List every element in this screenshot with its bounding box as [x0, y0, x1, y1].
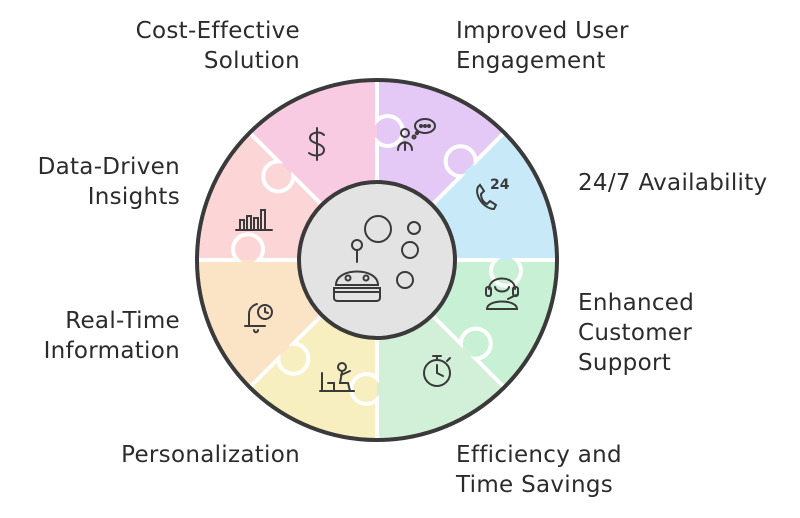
segment-efficiency — [249, 315, 377, 440]
person-desk-icon — [319, 362, 355, 392]
segment-cost — [377, 80, 505, 205]
segment-divider — [349, 336, 379, 442]
icons-layer: 24 — [235, 118, 519, 392]
segment-availability — [432, 260, 557, 388]
segment-support — [377, 315, 505, 440]
label-improved-user-engagement: Improved User Engagement — [456, 16, 656, 76]
segment-personal — [197, 260, 322, 388]
label-line: Time Savings — [456, 472, 614, 498]
chat-user-icon — [397, 118, 436, 151]
segment-divider — [375, 78, 405, 184]
segment-divider — [195, 232, 301, 262]
segments-layer — [197, 79, 557, 440]
label-line: Engagement — [456, 48, 606, 74]
dollar-icon — [308, 127, 326, 161]
support-agent-icon — [485, 277, 519, 310]
label-line: Improved User — [456, 18, 629, 44]
segment-divider — [453, 258, 559, 288]
label-24-7-availability: 24/7 Availability — [578, 168, 793, 198]
label-line: Cost-Effective — [135, 18, 300, 44]
label-personalization: Personalization — [90, 440, 300, 470]
phone-24-icon: 24 — [476, 177, 510, 211]
label-efficiency-and-time-savings: Efficiency and Time Savings — [456, 440, 656, 500]
chatbot-icon — [333, 215, 421, 302]
label-cost-effective-solution: Cost-Effective Solution — [120, 16, 300, 76]
label-line: Enhanced — [578, 290, 695, 316]
divider-layer — [195, 78, 559, 442]
label-line: 24/7 Availability — [578, 170, 768, 196]
rings-layer — [195, 78, 559, 442]
label-line: Information — [43, 338, 180, 364]
segment-divider — [247, 130, 324, 207]
segment-divider — [430, 130, 507, 207]
segment-engagement — [432, 132, 557, 260]
label-line: Solution — [203, 48, 300, 74]
label-line: Data-Driven — [37, 154, 180, 180]
segment-realtime — [197, 132, 322, 260]
stopwatch-icon — [423, 355, 451, 387]
label-line: Personalization — [121, 442, 300, 468]
svg-text:24: 24 — [490, 177, 510, 193]
segment-divider — [247, 313, 324, 390]
outer-ring — [195, 78, 559, 442]
label-enhanced-customer-support: Enhanced Customer Support — [578, 288, 738, 378]
bar-chart-icon — [235, 209, 273, 231]
bell-clock-icon — [244, 303, 273, 334]
label-line: Efficiency and — [456, 442, 622, 468]
label-line: Real-Time — [65, 308, 180, 334]
label-line: Support — [578, 350, 672, 376]
label-data-driven-insights: Data-Driven Insights — [20, 152, 180, 212]
label-line: Customer — [578, 320, 693, 346]
center-hub — [297, 180, 457, 340]
label-real-time-information: Real-Time Information — [20, 306, 180, 366]
label-line: Insights — [87, 184, 180, 210]
segment-divider — [430, 313, 507, 390]
